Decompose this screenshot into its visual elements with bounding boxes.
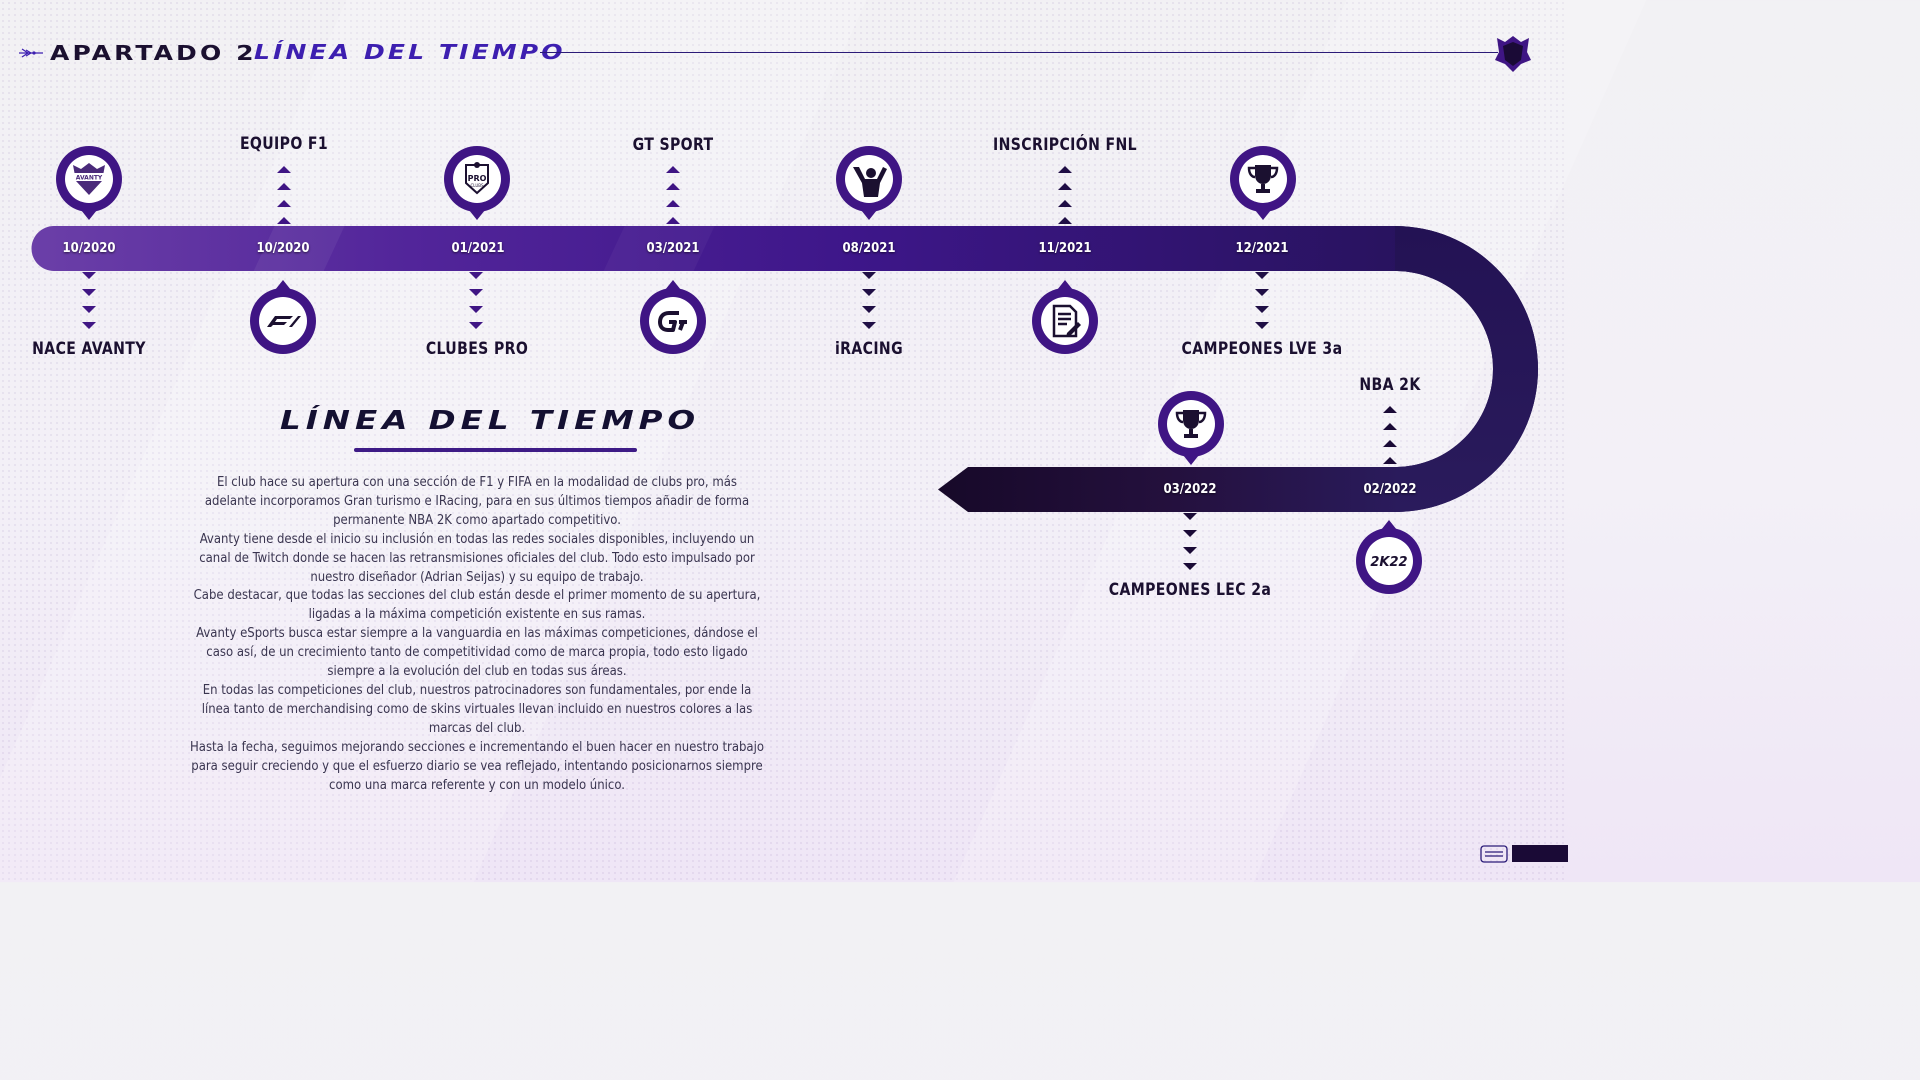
header-title: LÍNEA DEL TIEMPO (254, 40, 566, 64)
content-title: LÍNEA DEL TIEMPO (280, 406, 700, 436)
menu-lines-icon (1480, 845, 1508, 863)
arrow-down-icon (859, 270, 879, 332)
arrow-down-icon (1180, 511, 1200, 573)
trophy-icon (1175, 410, 1207, 438)
footer-bar (1512, 845, 1568, 862)
event-label: iRACING (834, 339, 904, 359)
event-pin (640, 280, 706, 354)
title-underline (354, 448, 637, 452)
arrow-down-icon (79, 270, 99, 332)
event-date: 12/2021 (1235, 241, 1289, 256)
arrow-up-icon (1380, 404, 1400, 466)
event-label: CAMPEONES LVE 3a (1181, 339, 1343, 359)
f1-logo-icon (267, 316, 301, 327)
arrow-up-icon (274, 164, 294, 226)
event-label: NACE AVANTY (32, 339, 146, 359)
arrow-down-icon (1252, 270, 1272, 332)
event-date: 03/2022 (1163, 482, 1217, 497)
event-label: NBA 2K (1359, 375, 1421, 395)
avanty-logo-text: AVANTY (76, 175, 103, 182)
event-date: 03/2021 (646, 241, 700, 256)
event-date: 11/2021 (1038, 241, 1092, 256)
section-label: APARTADO 2 (50, 41, 257, 65)
event-pin (836, 146, 902, 220)
event-pin: AVANTY (56, 146, 122, 220)
timeline-track (31, 226, 1539, 512)
event-date: 08/2021 (842, 241, 896, 256)
event-pin (1230, 146, 1296, 220)
body-paragraph: Avanty tiene desde el inicio su inclusió… (199, 531, 755, 585)
arrow-up-icon (663, 164, 683, 226)
gt-sport-logo-icon (658, 311, 687, 332)
event-pin: 2K22 (1356, 520, 1422, 594)
event-pin (250, 280, 316, 354)
event-date: 10/2020 (62, 241, 116, 256)
event-date: 10/2020 (256, 241, 310, 256)
trophy-icon (1247, 165, 1279, 193)
arrow-up-icon (1055, 164, 1075, 226)
body-paragraph: El club hace su apertura con una sección… (204, 475, 750, 528)
header-rule (540, 52, 1498, 53)
event-label: INSCRIPCIÓN FNL (993, 135, 1137, 155)
pro-clubs-subtext: CLUBS (471, 183, 484, 188)
racer-celebrating-icon (853, 167, 887, 197)
event-pin: PRO CLUBS (444, 146, 510, 220)
body-paragraph: Cabe destacar, que todas las secciones d… (193, 588, 761, 623)
background-pattern (0, 0, 1568, 882)
2k22-logo-icon: 2K22 (1370, 555, 1407, 570)
pro-clubs-text: PRO (468, 174, 487, 183)
event-pin (1032, 280, 1098, 354)
arrow-down-icon (466, 270, 486, 332)
event-label: CAMPEONES LEC 2a (1108, 580, 1272, 600)
event-label: GT SPORT (632, 135, 714, 155)
body-paragraph: Avanty eSports busca estar siempre a la … (196, 626, 758, 680)
event-pin (1158, 391, 1224, 465)
body-paragraph: En todas las competiciones del club, nue… (201, 682, 753, 736)
event-label: EQUIPO F1 (239, 134, 329, 154)
content-title-text: LÍNEA DEL TIEMPO (279, 406, 701, 436)
avanty-logo-icon: AVANTY (73, 163, 105, 195)
event-date: 02/2022 (1363, 482, 1417, 497)
pro-clubs-logo-icon: PRO CLUBS (465, 162, 489, 195)
ornament-icon (19, 48, 43, 58)
event-label: CLUBES PRO (425, 339, 529, 359)
content-body: El club hace su apertura con una sección… (190, 474, 764, 795)
avanty-crest-icon (1495, 36, 1531, 72)
section-header: APARTADO 2 (18, 36, 254, 70)
document-signing-icon (1052, 304, 1081, 338)
2k22-logo-text: 2K22 (1370, 555, 1407, 570)
event-date: 01/2021 (451, 241, 505, 256)
body-paragraph: Hasta la fecha, seguimos mejorando secci… (190, 739, 764, 793)
